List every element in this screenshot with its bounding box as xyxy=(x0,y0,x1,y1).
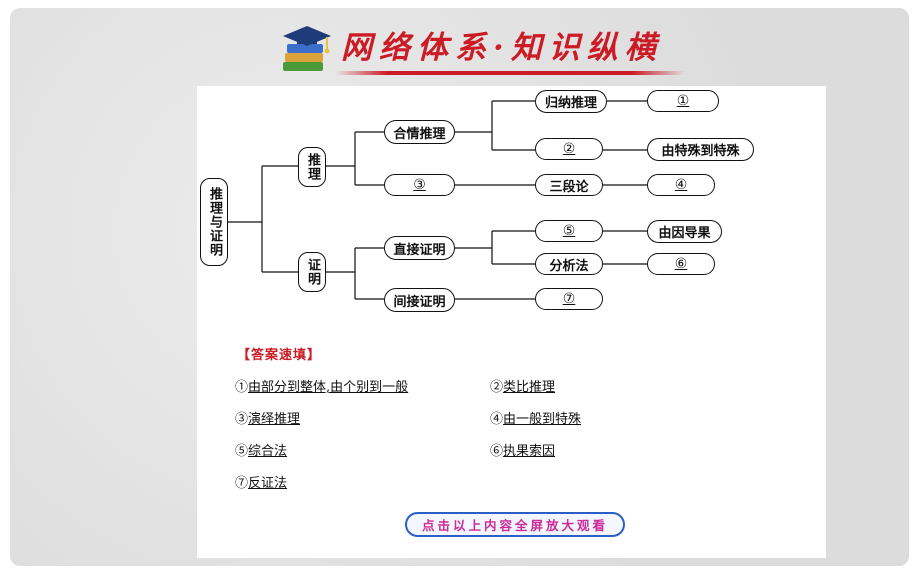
answer-item-2: ②类比推理 xyxy=(490,380,556,395)
node-blank-3: ③ xyxy=(384,174,455,196)
node-induction: 归纳推理 xyxy=(535,90,607,113)
node-blank-6: ⑥ xyxy=(647,253,715,275)
node-reasoning: 推理 xyxy=(298,147,326,187)
answer-item-6: ⑥执果索因 xyxy=(490,444,556,459)
slide-header: 网络体系·知识纵横 xyxy=(275,20,695,80)
slide-title: 网络体系·知识纵横 xyxy=(341,30,663,66)
content-panel: 推理与证明 推理 证明 合情推理 ③ 归纳推理 ① ② 由特殊到特殊 三段论 ④… xyxy=(197,86,826,558)
node-blank-5: ⑤ xyxy=(535,220,603,242)
graduation-books-icon xyxy=(283,26,331,71)
title-underline xyxy=(335,71,685,75)
node-analysis-method: 分析法 xyxy=(535,253,603,275)
answer-item-4: ④由一般到特殊 xyxy=(490,412,582,427)
node-special-to-special: 由特殊到特殊 xyxy=(647,138,754,161)
node-direct-proof: 直接证明 xyxy=(384,236,455,260)
diagram-connectors xyxy=(228,100,647,300)
answer-item-3: ③演绎推理 xyxy=(235,412,301,427)
fullscreen-view-button[interactable]: 点击以上内容全屏放大观看 xyxy=(405,512,625,537)
node-root: 推理与证明 xyxy=(200,178,228,266)
node-indirect-proof: 间接证明 xyxy=(384,288,455,312)
answer-item-7: ⑦反证法 xyxy=(235,476,288,491)
node-blank-4: ④ xyxy=(647,174,715,196)
answer-item-1: ①由部分到整体,由个别到一般 xyxy=(235,380,409,395)
node-syllogism: 三段论 xyxy=(535,174,603,196)
node-blank-7: ⑦ xyxy=(535,288,603,310)
node-cause-to-effect: 由因导果 xyxy=(647,220,722,243)
node-plausible-reasoning: 合情推理 xyxy=(384,120,455,144)
node-blank-2: ② xyxy=(535,138,603,160)
node-blank-1: ① xyxy=(647,90,719,112)
answer-item-5: ⑤综合法 xyxy=(235,444,288,459)
answers-title: 【答案速填】 xyxy=(237,348,322,363)
node-proof: 证明 xyxy=(298,252,326,292)
